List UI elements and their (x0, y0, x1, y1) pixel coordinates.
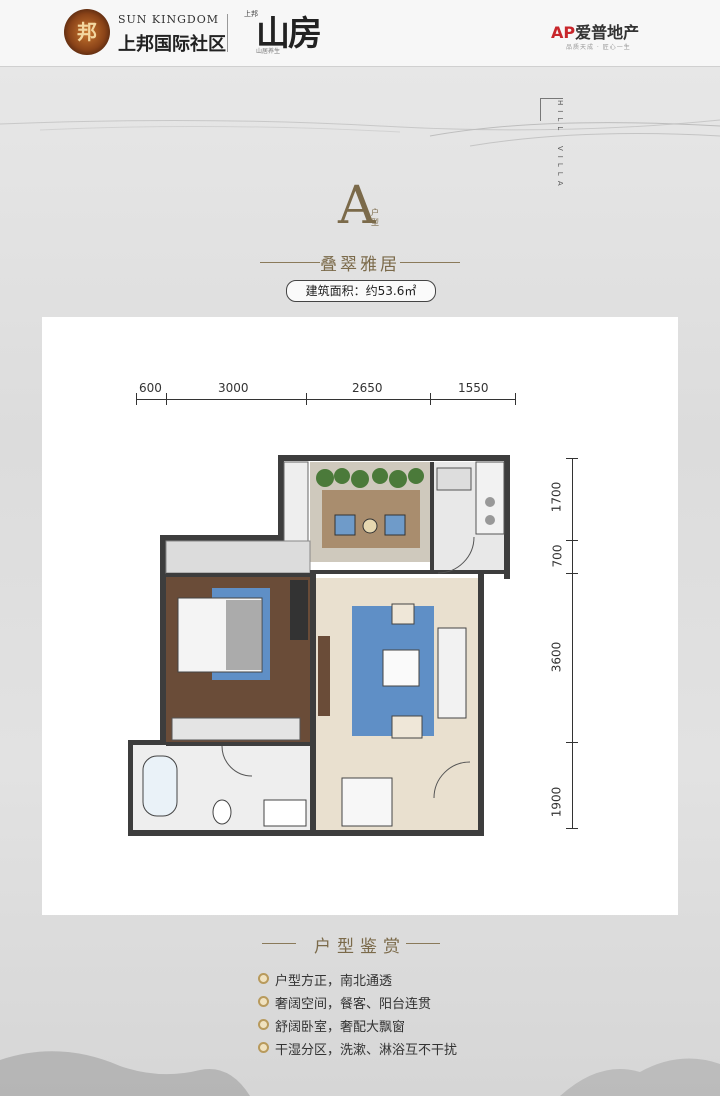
developer-logo: AP爱普地产 (551, 19, 639, 43)
dim-tick (566, 828, 578, 829)
dimension-top-2: 3000 (218, 381, 249, 395)
wardrobe (171, 717, 301, 741)
balcony-chair-right (384, 514, 406, 536)
developer-prefix: AP (551, 23, 576, 42)
project-small-label: 上邦 (244, 10, 258, 18)
top-dimension-line (136, 399, 516, 400)
title-rule-left (260, 262, 320, 263)
coffee-table (382, 649, 420, 687)
dim-tick (136, 393, 137, 405)
stove-burner (485, 515, 495, 525)
sofa (437, 627, 467, 719)
dim-tick (515, 393, 516, 405)
feature-item: 舒阔卧室，奢配大飘窗 (258, 1016, 405, 1035)
feature-text: 户型方正，南北通透 (275, 974, 393, 989)
dim-tick (566, 458, 578, 459)
dim-tick (566, 742, 578, 743)
balcony-plants (316, 468, 424, 488)
header: 邦 SUN KINGDOM 上邦国际社区 上邦 山房 山居养生 AP爱普地产 品… (0, 0, 720, 67)
feature-text: 奢阔空间，餐客、阳台连贯 (275, 997, 432, 1012)
toilet (212, 799, 232, 825)
interior-walls (166, 462, 506, 830)
bed-blanket (226, 600, 262, 670)
features-title: 户型鉴赏 (314, 937, 406, 957)
bullet-icon (258, 996, 269, 1007)
armchair-top (391, 603, 415, 625)
dim-tick (430, 393, 431, 405)
bullet-icon (258, 1042, 269, 1053)
dining-table (341, 777, 393, 827)
terrain-decoration (0, 119, 720, 147)
feature-text: 干湿分区，洗漱、淋浴互不干扰 (275, 1043, 458, 1058)
feature-item: 奢阔空间，餐客、阳台连贯 (258, 993, 431, 1012)
villa-word: VILLA (556, 146, 564, 191)
developer-slogan: 品质天成 · 匠心一生 (566, 44, 631, 51)
hill-villa-mark: HILL VILLA (540, 98, 580, 191)
floor-area-badge: 建筑面积：约53.6㎡ (286, 280, 436, 302)
stove-burner (485, 497, 495, 507)
desk (290, 580, 308, 640)
dimension-top-3: 2650 (352, 381, 383, 395)
dimension-top-4: 1550 (458, 381, 489, 395)
unit-letter-suffix: 户型 (371, 208, 379, 227)
tv-console (318, 636, 330, 716)
right-dimension-line (572, 458, 573, 828)
utility-niche (283, 461, 309, 543)
sun-kingdom-logo: 邦 (64, 9, 110, 55)
unit-letter: A (338, 176, 376, 236)
dim-tick (566, 573, 578, 574)
dim-tick (306, 393, 307, 405)
features-rule-left (262, 943, 296, 944)
dim-tick (566, 540, 578, 541)
bullet-icon (258, 973, 269, 984)
title-rule-right (400, 262, 460, 263)
wash-basin (263, 799, 307, 827)
feature-item: 干湿分区，洗漱、淋浴互不干扰 (258, 1039, 457, 1058)
armchair-bottom (391, 715, 423, 739)
feature-text: 舒阔卧室，奢配大飘窗 (275, 1020, 406, 1035)
features-rule-right (406, 943, 440, 944)
balcony-table (362, 518, 378, 534)
balcony-chair-left (334, 514, 356, 536)
feature-item: 户型方正，南北通透 (258, 970, 392, 989)
project-subtitle: 山居养生 (256, 48, 281, 55)
exterior-walls (128, 455, 510, 836)
door-arc (437, 536, 475, 574)
bullet-icon (258, 1019, 269, 1030)
unit-name: 叠翠雅居 (320, 255, 400, 275)
bathtub (142, 755, 178, 817)
dimension-top-1: 600 (139, 381, 162, 395)
bedroom-window-ledge (165, 540, 311, 574)
mountain-silhouette (0, 1051, 720, 1096)
header-divider (227, 14, 228, 52)
hill-villa-frame (540, 98, 563, 121)
brand-chinese: 上邦国际社区 (118, 34, 226, 55)
brand-english: SUN KINGDOM (118, 13, 220, 26)
door-arc (433, 761, 471, 799)
developer-name: 爱普地产 (575, 23, 640, 42)
dim-tick (166, 393, 167, 405)
project-name: 山房 (256, 14, 322, 54)
kitchen-sink (436, 467, 472, 491)
hill-word: HILL (556, 100, 564, 136)
door-arc (221, 745, 253, 777)
